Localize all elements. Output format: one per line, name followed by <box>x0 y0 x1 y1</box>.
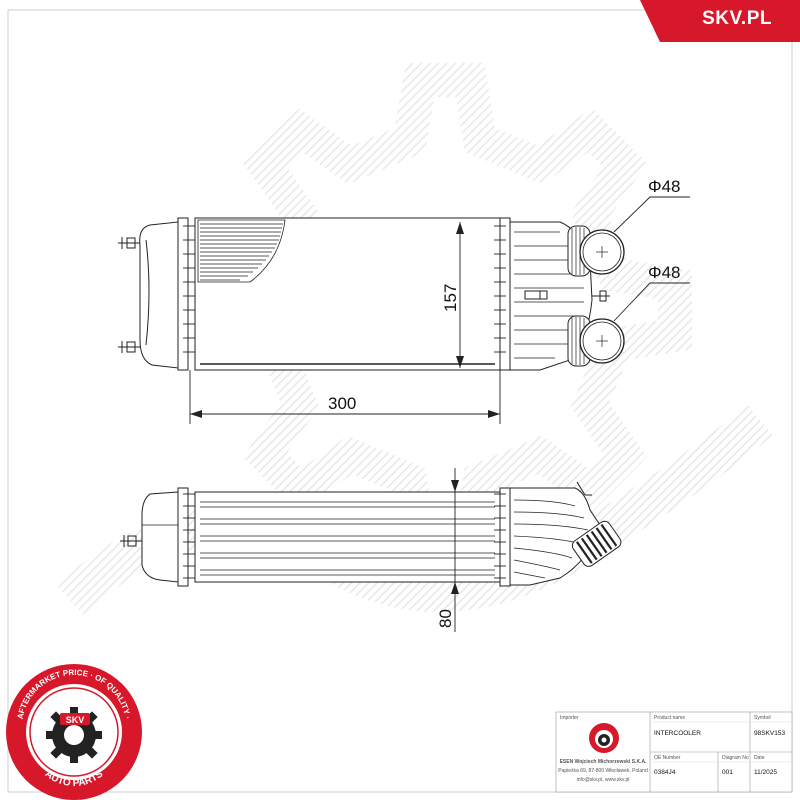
date-value: 11/2025 <box>754 769 777 776</box>
core-depth-label: 80 <box>436 609 455 628</box>
badge-center-text: SKV <box>66 715 85 725</box>
height-dimension <box>456 222 464 368</box>
oe-label: OE Number <box>654 755 681 761</box>
left-tank <box>139 221 179 369</box>
skv-badge: SKV AFTERMARKET PRICE · OF QUALITY · AUT… <box>6 664 142 800</box>
importer-name: ESEN Wojciech Michorzewski S.K.A. <box>560 759 647 765</box>
diagram-label: Diagram No <box>722 755 749 761</box>
left-header-tabs <box>183 225 195 353</box>
importer-label: Importer <box>560 715 579 721</box>
side-port <box>571 520 622 567</box>
brand-link[interactable]: SKV.PL <box>702 8 772 29</box>
title-block <box>555 711 793 793</box>
product-value: INTERCOOLER <box>654 730 701 737</box>
importer-address: Papieżka 69, 87-800 Włocławek, Poland <box>558 768 648 774</box>
inlet-leader <box>613 196 690 233</box>
brand-tab <box>640 0 800 42</box>
top-view <box>118 196 690 424</box>
fin-cutaway <box>197 219 286 283</box>
length-dimension <box>189 370 501 424</box>
diagram-value: 001 <box>722 769 733 776</box>
symbol-value: 98SKV153 <box>754 730 785 737</box>
inlet-diameter-label: Φ48 <box>648 177 680 196</box>
symbol-label: Symbol <box>754 715 771 721</box>
side-view <box>120 468 622 632</box>
outlet-port <box>567 315 625 367</box>
core-height-label: 157 <box>441 284 460 312</box>
product-label: Product name <box>654 715 685 721</box>
page-frame <box>7 9 793 793</box>
depth-dimension <box>451 468 459 632</box>
title-block-logo <box>589 723 619 753</box>
outlet-diameter-label: Φ48 <box>648 263 680 282</box>
left-mount-pins <box>118 237 140 353</box>
outlet-leader <box>613 282 690 322</box>
core-length-label: 300 <box>328 394 356 413</box>
date-label: Date <box>754 755 765 761</box>
importer-contact: info@skv.pl, www.skv.pl <box>577 777 630 783</box>
oe-value: 0384J4 <box>654 769 676 776</box>
inlet-port <box>567 225 625 277</box>
